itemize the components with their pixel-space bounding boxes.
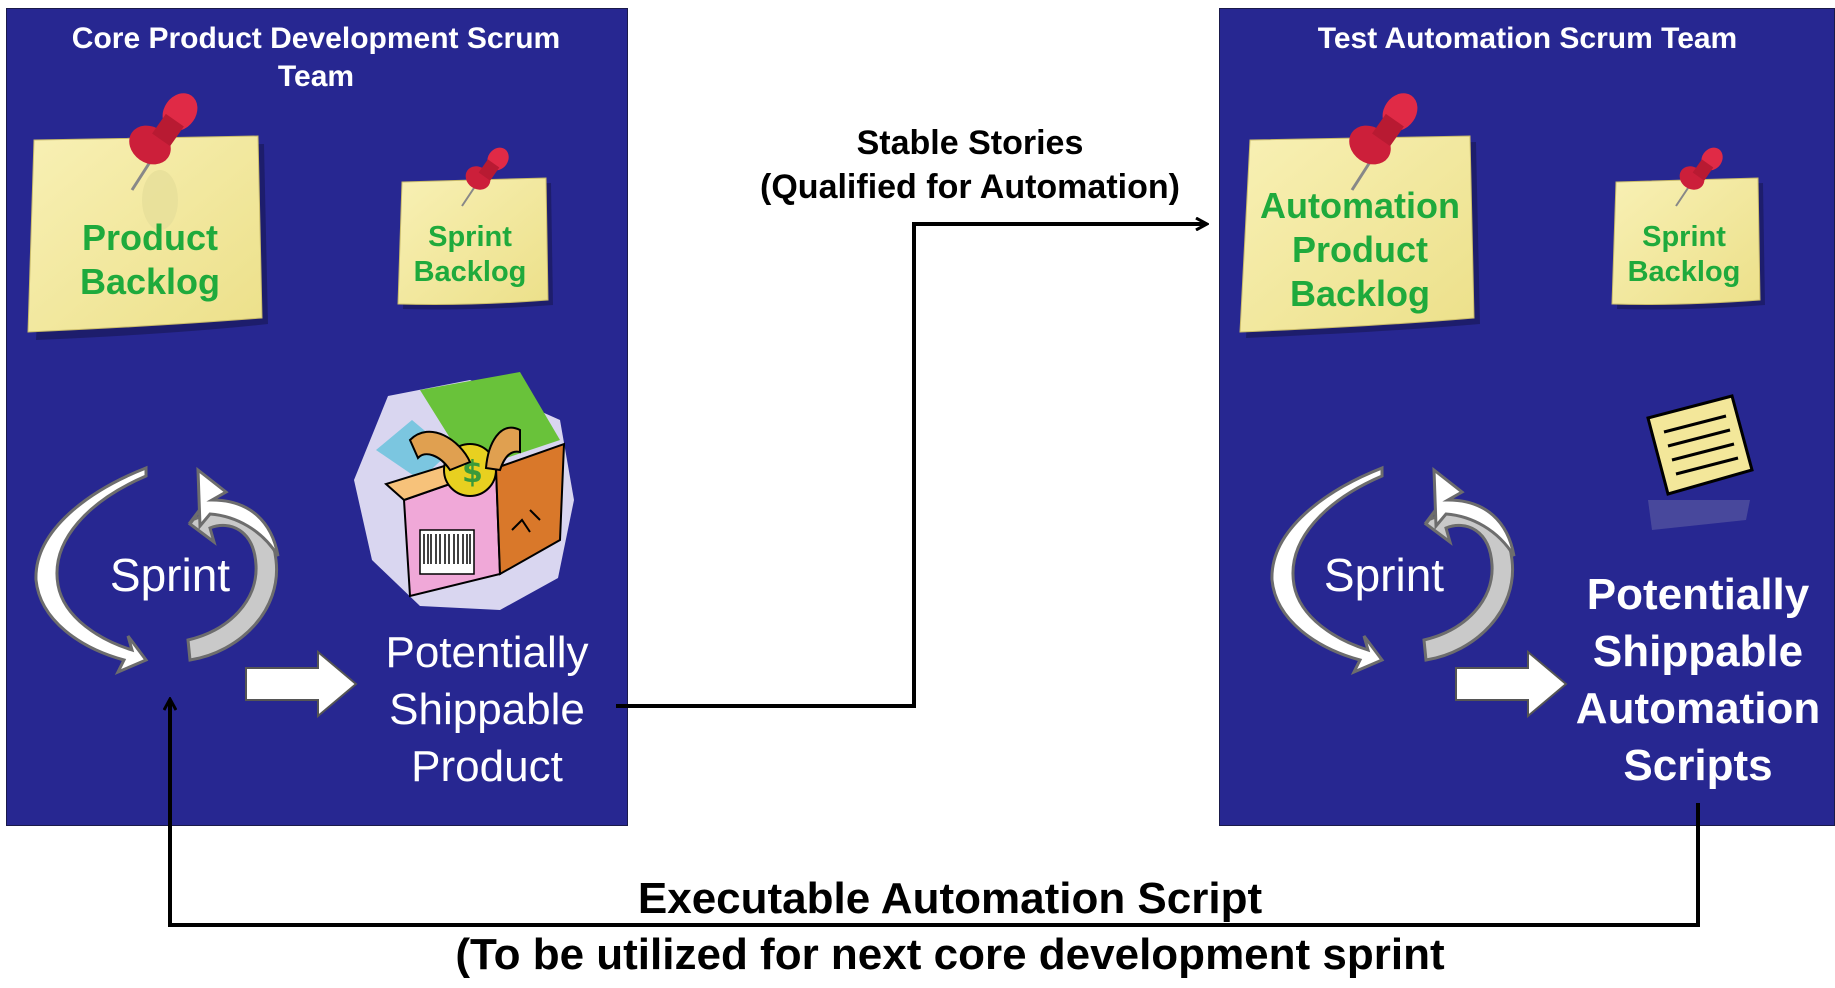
handoff-label-line1: Stable Stories	[856, 124, 1084, 162]
shippable-product-label: Potentially Shippable Product	[385, 628, 589, 791]
automation-product-backlog-note	[1239, 135, 1480, 338]
pushpin-icon	[1675, 147, 1723, 207]
sprint-cycle-icon	[1270, 465, 1516, 675]
feedback-label-line2: (To be utilized for next core developmen…	[455, 930, 1445, 979]
shippable-scripts-label: Potentially Shippable Automation Scripts	[1575, 570, 1821, 790]
product-backlog-note	[27, 135, 268, 340]
sprint-backlog-label: Sprint Backlog	[413, 221, 527, 288]
sprint-backlog-note	[397, 177, 553, 310]
shippable-box-icon: $	[354, 372, 574, 610]
handoff-label-line2: (Qualified for Automation)	[760, 168, 1180, 206]
pushpin-icon	[461, 147, 509, 207]
product-backlog-label: Product Backlog	[79, 217, 221, 302]
feedback-connector	[170, 700, 1700, 927]
script-note-icon	[1646, 394, 1754, 530]
block-arrow-icon	[245, 649, 358, 719]
automation-team-title: Test Automation Scrum Team	[1317, 22, 1738, 55]
sprint-cycle-icon	[34, 465, 280, 675]
automation-sprint-label: Sprint	[1323, 549, 1445, 601]
pushpin-icon	[1349, 93, 1418, 191]
handoff-connector	[616, 224, 1206, 708]
feedback-label-line1: Executable Automation Script	[637, 874, 1263, 923]
automation-sprint-backlog-label: Sprint Backlog	[1627, 221, 1741, 288]
automation-product-backlog-label: Automation Product Backlog	[1260, 185, 1460, 314]
pushpin-icon	[129, 93, 198, 230]
sprint-label: Sprint	[109, 549, 231, 601]
automation-sprint-backlog-note	[1611, 177, 1765, 310]
core-team-title: Core Product Development Scrum Team	[71, 22, 561, 93]
block-arrow-icon	[1455, 649, 1568, 719]
